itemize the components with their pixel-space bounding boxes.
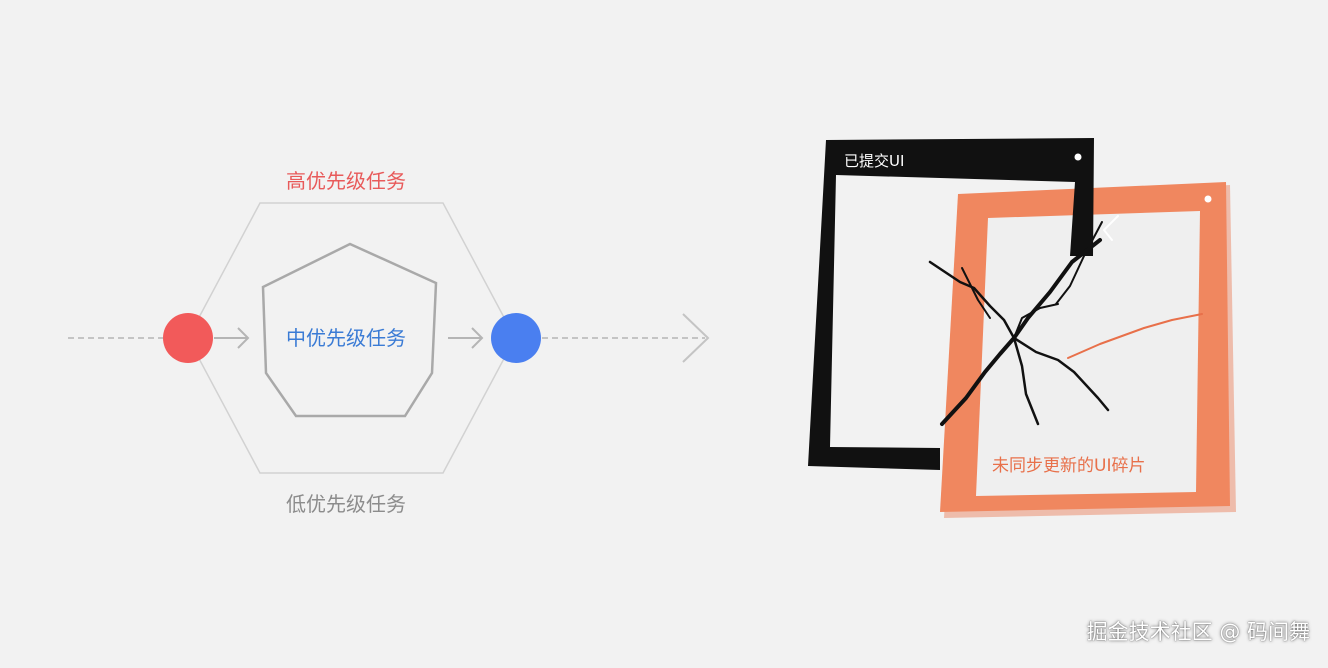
arrow-right-icon: [448, 327, 484, 349]
mid-priority-label: 中优先级任务: [286, 326, 406, 350]
submitted-ui-label: 已提交UI: [844, 152, 905, 170]
crack-lines: [928, 215, 1203, 426]
ui-fragment-frame: [940, 182, 1236, 518]
ui-fragment-label: 未同步更新的UI碎片: [992, 456, 1146, 476]
high-priority-label: 高优先级任务: [286, 169, 406, 193]
submitted-ui-frame: [808, 138, 1094, 470]
inner-heptagon: [261, 242, 438, 418]
arrow-head-icon: [682, 313, 710, 363]
blue-dot: [491, 313, 541, 363]
low-priority-label: 低优先级任务: [286, 492, 406, 516]
red-dot: [163, 313, 213, 363]
watermark: 掘金技术社区 @ 码间舞: [1086, 620, 1310, 644]
arrow-right-icon: [214, 327, 250, 349]
